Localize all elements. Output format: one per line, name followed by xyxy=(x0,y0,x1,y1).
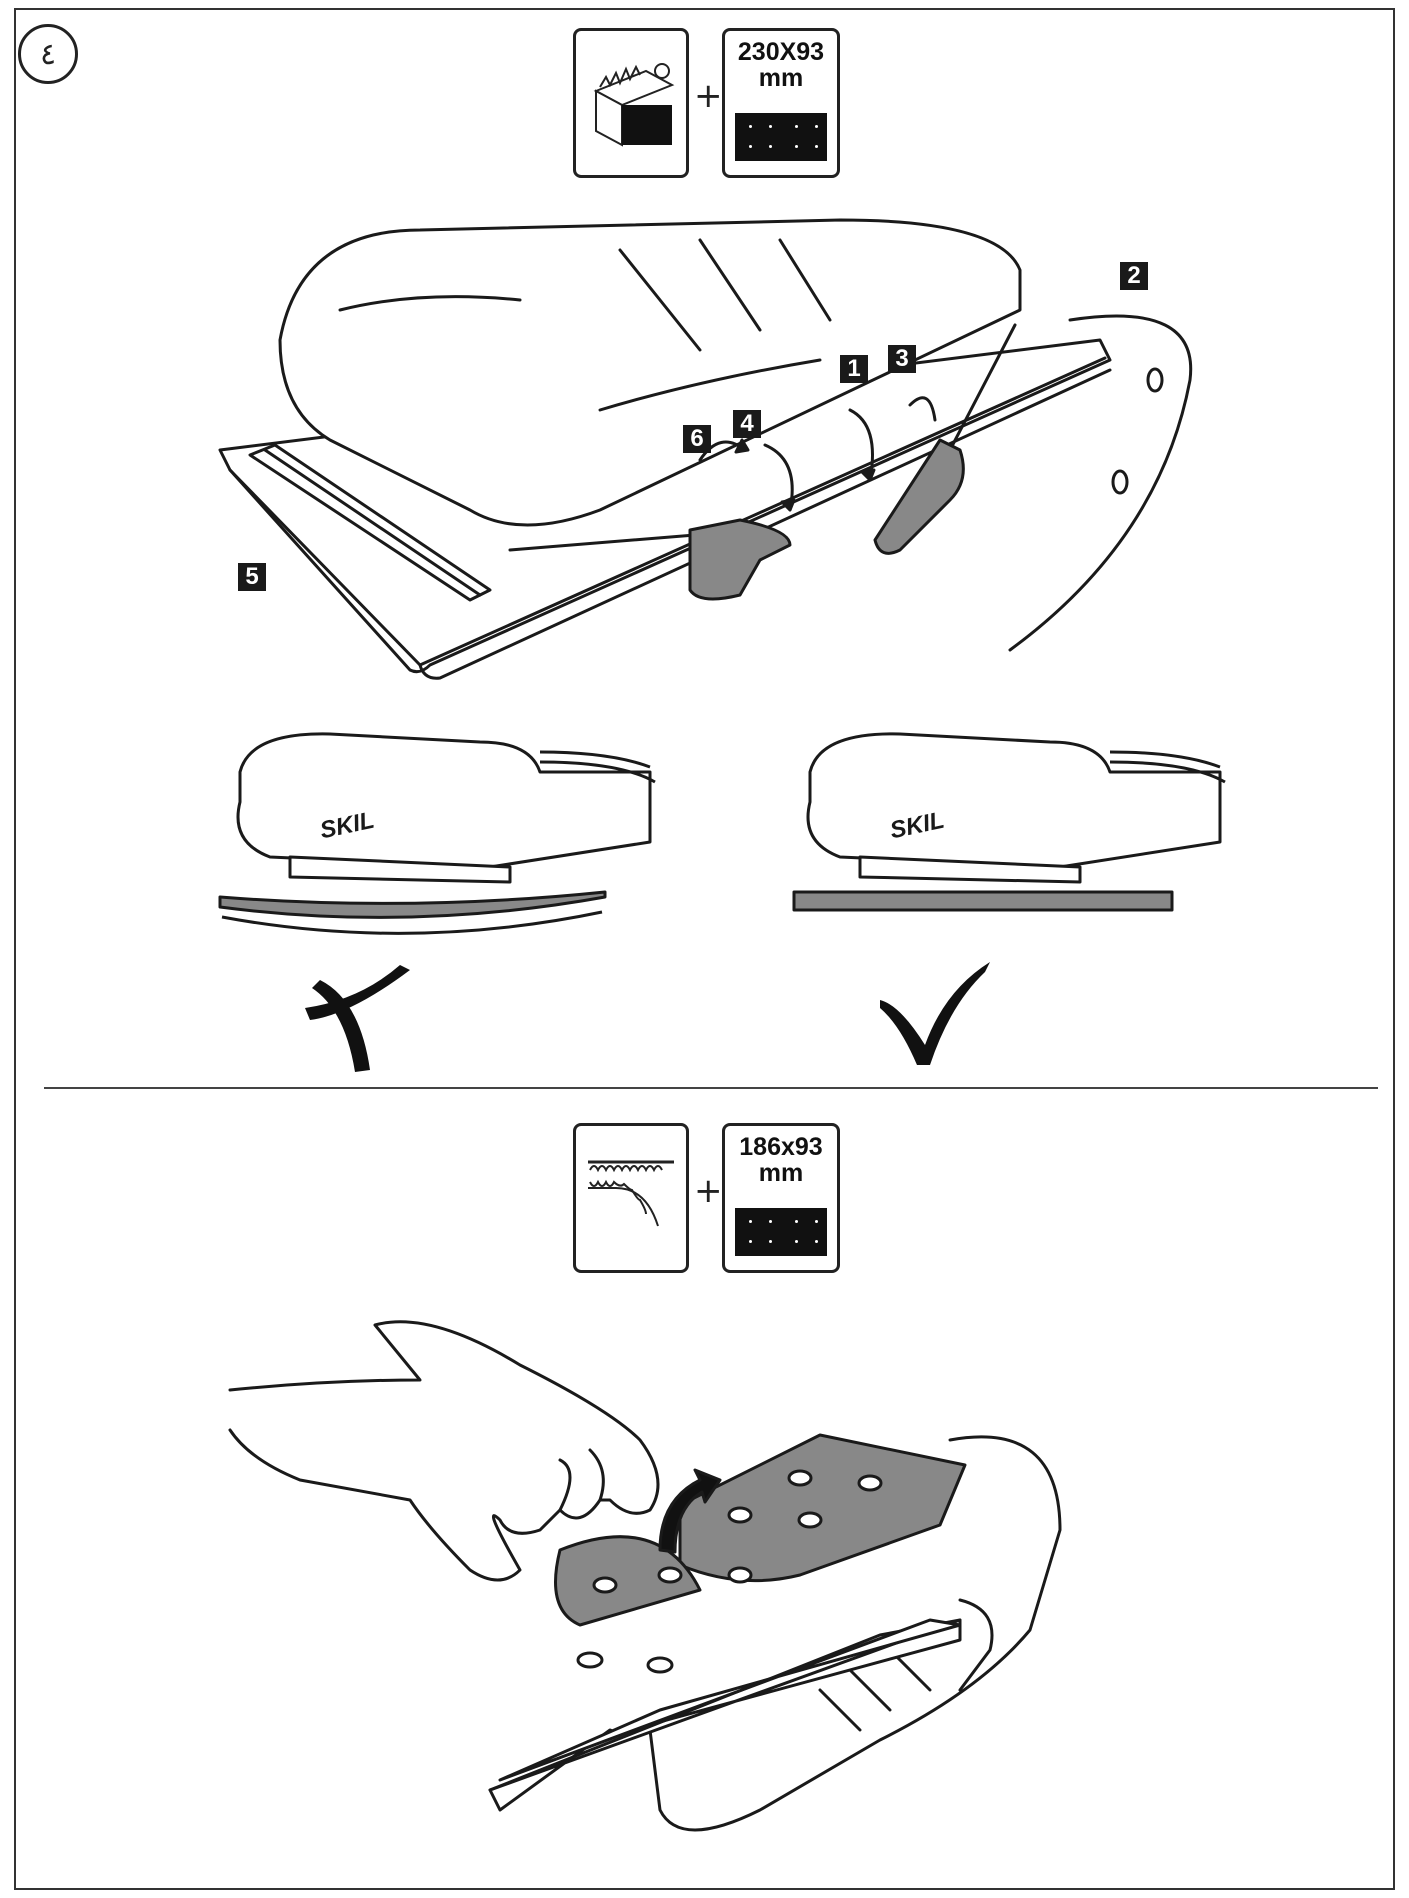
step-label-3: 3 xyxy=(888,345,916,373)
clamp-paper-icon xyxy=(573,28,689,178)
step-label-1: 1 xyxy=(840,355,868,383)
check-mark-icon xyxy=(880,962,990,1065)
page-number: ٤ xyxy=(18,24,78,84)
paper-size-label: 186x93 mm xyxy=(739,1133,823,1187)
plus-sign: + xyxy=(694,1171,723,1211)
section-divider xyxy=(44,1087,1378,1089)
paper-size-label: 230X93 mm xyxy=(737,38,825,92)
step-label-5: 5 xyxy=(238,563,266,591)
step-label-4: 4 xyxy=(733,410,761,438)
sander-wrong-illustration xyxy=(218,732,656,935)
plus-sign: + xyxy=(694,76,723,116)
hook-loop-paper-icon xyxy=(573,1123,689,1273)
hand-peeling-sheet-illustration xyxy=(228,1320,1062,1832)
paper-size-spec: 230X93 mm xyxy=(722,28,840,178)
sanding-sheet-icon xyxy=(735,1208,827,1256)
paper-size-spec: 186x93 mm xyxy=(722,1123,840,1273)
sander-clamp-illustration xyxy=(218,218,1193,680)
step-label-6: 6 xyxy=(683,425,711,453)
sanding-sheet-icon xyxy=(735,113,827,161)
page-frame xyxy=(14,8,1395,1890)
sander-right-illustration xyxy=(792,732,1226,912)
x-mark-icon xyxy=(305,965,410,1072)
step-label-2: 2 xyxy=(1120,262,1148,290)
